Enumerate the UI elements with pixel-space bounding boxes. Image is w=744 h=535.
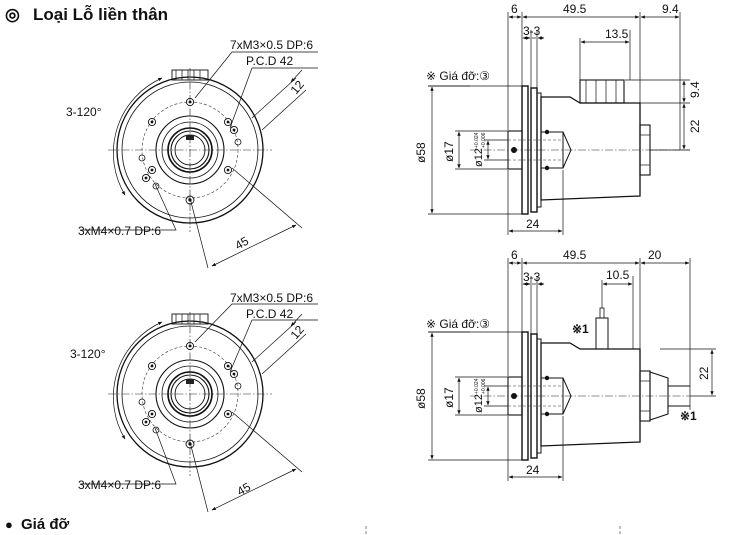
side-top-dim-9-4: 9.4 xyxy=(662,2,679,16)
side-bottom-dim-6: 6 xyxy=(511,248,518,262)
side-bottom-tol-lower: +0.006 xyxy=(481,378,487,394)
side-bottom-bracket-note: ※ Giá đỡ:③ xyxy=(426,317,490,331)
front-view-top: 7xM3×0.5 DP:6 P.C.D 42 12 3-120° 3xM4×0.… xyxy=(66,38,318,269)
front-view-bottom: 7xM3×0.5 DP:6 P.C.D 42 12 3-120° 3xM4×0.… xyxy=(70,291,318,513)
dim-45-top: 45 xyxy=(233,234,252,253)
bracket-section-title: Giá đỡ xyxy=(21,516,70,533)
side-top-dim-dia12: ø12 xyxy=(473,148,485,167)
side-top-dim-6: 6 xyxy=(511,2,518,16)
side-top-dim-49-5: 49.5 xyxy=(563,2,587,16)
side-bottom-note-1a: ※1 xyxy=(572,322,589,336)
side-bottom-dim-dia17: ø17 xyxy=(442,387,456,408)
side-top-tol-lower: +0.006 xyxy=(481,132,487,148)
side-bottom-dim-20: 20 xyxy=(648,248,662,262)
side-bottom-dim-10-5: 10.5 xyxy=(606,268,630,282)
side-top-dim-3-3: 3-3 xyxy=(523,24,541,38)
side-bottom-dim-49-5: 49.5 xyxy=(563,248,587,262)
side-bottom-dim-24: 24 xyxy=(526,463,540,477)
m3-holes-label-bottom: 7xM3×0.5 DP:6 xyxy=(230,291,313,305)
side-view-bottom: 6 49.5 20 3-3 10.5 ※ Giá đỡ:③ ※1 ※1 22 ø… xyxy=(414,248,716,481)
side-top-dim-24: 24 xyxy=(526,217,540,231)
side-top-dim-dia58: ø58 xyxy=(414,142,428,163)
m4-holes-label-bottom: 3xM4×0.7 DP:6 xyxy=(78,478,161,492)
angle-label-bottom: 3-120° xyxy=(70,347,106,361)
side-top-bracket-note: ※ Giá đỡ:③ xyxy=(426,69,490,83)
dim-45-bottom: 45 xyxy=(235,480,254,499)
side-top-dim-22: 22 xyxy=(688,119,702,133)
pcd-label-top: P.C.D 42 xyxy=(246,54,293,68)
side-bottom-dim-dia12: ø12 xyxy=(473,394,485,413)
angle-label-top: 3-120° xyxy=(66,105,102,119)
dim-12-top: 12 xyxy=(288,77,308,96)
title-symbol: ◎ xyxy=(5,5,20,24)
side-top-tol-upper: +0.024 xyxy=(474,132,480,148)
side-top-dim-13-5: 13.5 xyxy=(605,27,629,41)
bullet-icon: ● xyxy=(5,517,13,532)
section-title: Loại Lỗ liền thân xyxy=(33,5,168,24)
pcd-label-bottom: P.C.D 42 xyxy=(246,307,293,321)
side-bottom-dim-3-3: 3-3 xyxy=(523,270,541,284)
side-top-dim-9-4-right: 9.4 xyxy=(688,81,702,98)
side-bottom-dim-22: 22 xyxy=(697,366,711,380)
side-bottom-tol-upper: +0.024 xyxy=(474,378,480,394)
m3-holes-label-top: 7xM3×0.5 DP:6 xyxy=(230,38,313,52)
side-view-top: 6 49.5 9.4 3-3 13.5 ※ Giá đỡ:③ 9.4 22 ø5… xyxy=(414,2,702,235)
dim-12-bottom: 12 xyxy=(288,322,308,341)
m4-holes-label-top: 3xM4×0.7 DP:6 xyxy=(78,224,161,238)
side-top-dim-dia17: ø17 xyxy=(442,141,456,162)
side-bottom-note-1b: ※1 xyxy=(680,409,697,423)
side-bottom-dim-dia58: ø58 xyxy=(414,388,428,409)
